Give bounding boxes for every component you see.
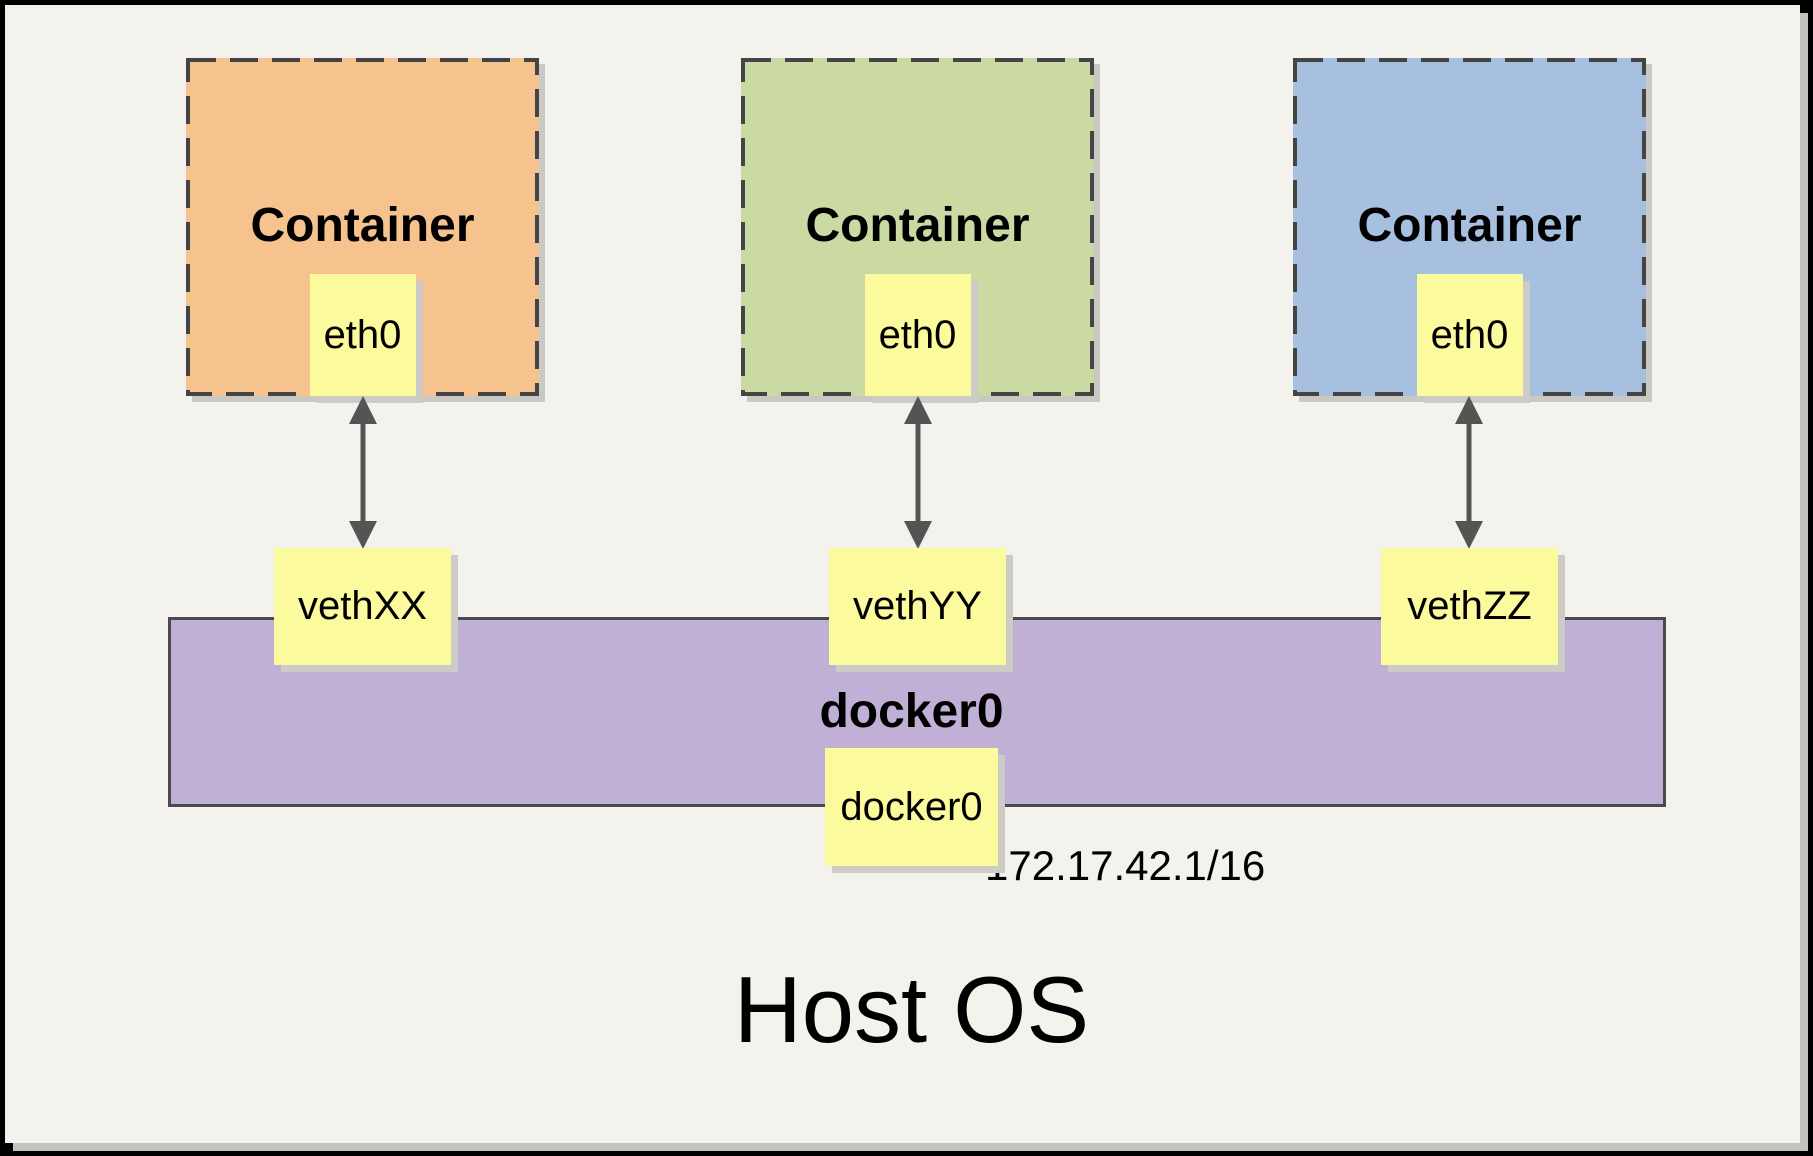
docker0-interface-box: docker0 xyxy=(825,748,998,866)
container-box-2: Container eth0 xyxy=(741,58,1094,396)
docker0-interface-label: docker0 xyxy=(840,784,983,829)
container-box-3: Container eth0 xyxy=(1293,58,1646,396)
container-label: Container xyxy=(250,199,475,252)
double-arrow-icon-2 xyxy=(904,396,932,549)
diagram-canvas: Container eth0 Container eth0 Container … xyxy=(5,5,1800,1143)
veth-label: vethZZ xyxy=(1407,584,1532,628)
eth0-label: eth0 xyxy=(878,312,957,357)
bridge-ip-address: 172.17.42.1/16 xyxy=(985,842,1266,889)
eth0-interface-box-1: eth0 xyxy=(309,274,416,396)
double-arrow-icon-1 xyxy=(349,396,377,549)
eth0-interface-box-3: eth0 xyxy=(1416,274,1523,396)
container-label: Container xyxy=(1357,199,1582,252)
veth-interface-box-1: vethXX xyxy=(274,548,451,665)
container-box-1: Container eth0 xyxy=(186,58,539,396)
double-arrow-icon-3 xyxy=(1455,396,1483,549)
veth-interface-box-2: vethYY xyxy=(829,548,1006,665)
docker0-bridge-title: docker0 xyxy=(819,685,1004,738)
veth-label: vethXX xyxy=(298,584,427,628)
veth-interface-box-3: vethZZ xyxy=(1381,548,1558,665)
eth0-label: eth0 xyxy=(323,312,402,357)
eth0-label: eth0 xyxy=(1430,312,1509,357)
eth0-interface-box-2: eth0 xyxy=(864,274,971,396)
host-os-label: Host OS xyxy=(733,957,1090,1062)
veth-label: vethYY xyxy=(853,584,982,628)
container-label: Container xyxy=(805,199,1030,252)
